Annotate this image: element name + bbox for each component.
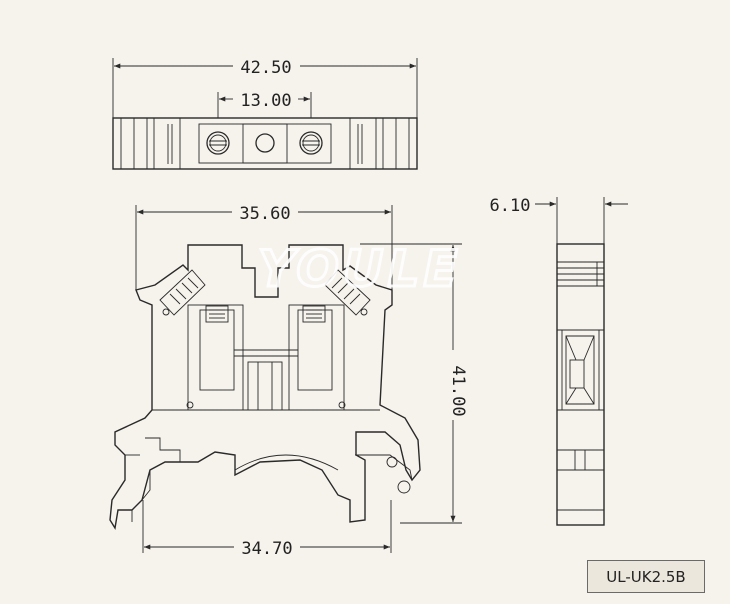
top-view-outline — [112, 117, 418, 170]
top-view: 42.50 13.00 — [112, 58, 418, 170]
model-label: UL-UK2.5B — [606, 567, 686, 586]
screw-left-icon — [206, 131, 230, 155]
spring-right-icon — [302, 305, 326, 323]
brand-watermark: YOULE — [258, 240, 462, 298]
front-height-dimension: 41.00 — [360, 243, 468, 524]
center-hole — [255, 133, 275, 153]
front-view: 35.60 41.00 34.70 — [109, 204, 468, 559]
rail-width-dimension: 34.70 — [142, 500, 392, 559]
spring-left-icon — [205, 305, 229, 323]
front-width-dimension: 35.60 — [135, 204, 393, 290]
top-width-value: 42.50 — [240, 58, 291, 78]
model-label-badge: UL-UK2.5B — [587, 560, 705, 593]
screw-pitch-value: 13.00 — [240, 91, 291, 111]
side-view: 6.10 — [490, 196, 628, 526]
front-width-value: 35.60 — [239, 204, 290, 224]
screw-right-icon — [299, 131, 323, 155]
side-thickness-dimension: 6.10 — [490, 196, 628, 244]
screw-pitch-dimension: 13.00 — [217, 91, 312, 128]
screw-cavity-right — [324, 269, 371, 316]
front-height-value: 41.00 — [448, 365, 468, 416]
side-thickness-value: 6.10 — [490, 196, 531, 216]
side-view-outline — [556, 243, 605, 526]
screw-cavity-left — [159, 269, 206, 316]
rail-width-value: 34.70 — [241, 539, 292, 559]
top-width-dimension: 42.50 — [114, 58, 416, 78]
